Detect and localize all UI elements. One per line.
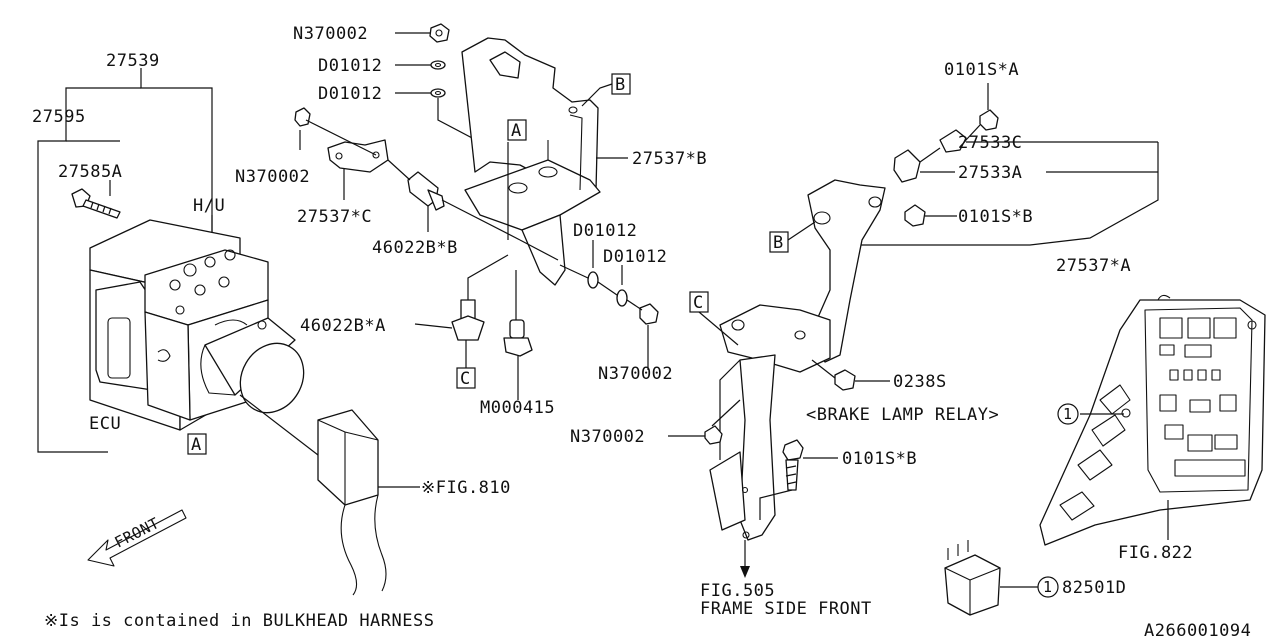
svg-text:1: 1 [1043,578,1053,596]
svg-text:A: A [511,121,522,141]
ref-tag-b-left: B [769,221,816,253]
label-46022bb: 46022B*B [372,238,458,258]
label-d01012-a: D01012 [318,56,382,76]
label-n370002-low: N370002 [570,427,645,447]
svg-text:A: A [191,435,202,455]
label-n370002-left: N370002 [235,167,310,187]
label-27533a: 27533A [958,163,1022,183]
label-d01012-d: D01012 [603,247,667,267]
circle-1-a: 1 [1057,403,1079,425]
ref-tag-a-top: A [507,119,527,141]
bolt-0101sb-low [759,439,838,520]
bracket-27537a [709,179,886,541]
label-brake-lamp-relay: <BRAKE LAMP RELAY> [806,405,999,425]
label-82501d: 82501D [1062,578,1126,598]
bracket-27537b [461,37,628,286]
label-n370002-top: N370002 [293,24,368,44]
svg-text:B: B [615,75,626,95]
svg-text:1: 1 [1063,405,1073,423]
relay-box-fig822 [1039,294,1266,546]
label-27595: 27595 [32,107,86,127]
nut-washers-top [395,23,511,159]
washers-nut-right [559,240,659,370]
bracket-27537c [294,107,389,200]
circle-1-b: 1 [1037,576,1059,598]
nut-0238s [811,359,890,391]
label-27533c: 27533C [958,133,1022,153]
relay-82501d [944,540,1038,616]
label-27537c: 27537*C [297,207,372,227]
nut-n370002-low [668,399,741,445]
label-m000415: M000415 [480,398,555,418]
harness-connector [239,394,420,596]
label-hu: H/U [193,196,225,216]
label-0101sb-top: 0101S*B [958,207,1033,227]
fig505-arrow-icon [740,540,750,578]
front-arrow-icon [87,509,187,567]
bolt-27585a [71,188,121,219]
label-27539: 27539 [106,51,160,71]
svg-text:C: C [460,369,471,389]
label-d01012-c: D01012 [573,221,637,241]
hydraulic-unit-assembly [89,219,305,431]
switch-m000415 [503,270,533,400]
label-0238s: 0238S [893,372,947,392]
drawing-id: A266001094 [1144,621,1251,640]
label-ecu: ECU [89,414,121,434]
nut-0101sa-and-fasteners [852,83,1159,246]
ref-tag-c-mid: C [456,367,476,389]
label-n370002-mid: N370002 [598,364,673,384]
label-27537a: 27537*A [1056,256,1131,276]
label-frame-side-front: FRAME SIDE FRONT [700,599,872,619]
sensor-46022ba [414,254,509,368]
label-fig505: FIG.505 [700,581,775,601]
svg-text:C: C [693,293,704,313]
ref-tag-c-left: C [689,291,739,346]
label-d01012-b: D01012 [318,84,382,104]
label-front: FRONT [112,514,163,552]
label-fig810: ※FIG.810 [421,478,511,498]
label-27537b: 27537*B [632,149,707,169]
label-0101sa: 0101S*A [944,60,1019,80]
svg-text:B: B [773,233,784,253]
ref-tag-a-bottom: A [187,433,207,455]
footnote: ※Is is contained in BULKHEAD HARNESS [44,611,434,631]
sensor-46022bb [387,159,559,261]
label-46022ba: 46022B*A [300,316,386,336]
ref-tag-b-top: B [581,73,631,107]
label-fig822: FIG.822 [1118,543,1193,563]
label-0101sb-low: 0101S*B [842,449,917,469]
label-27585a: 27585A [58,162,122,182]
